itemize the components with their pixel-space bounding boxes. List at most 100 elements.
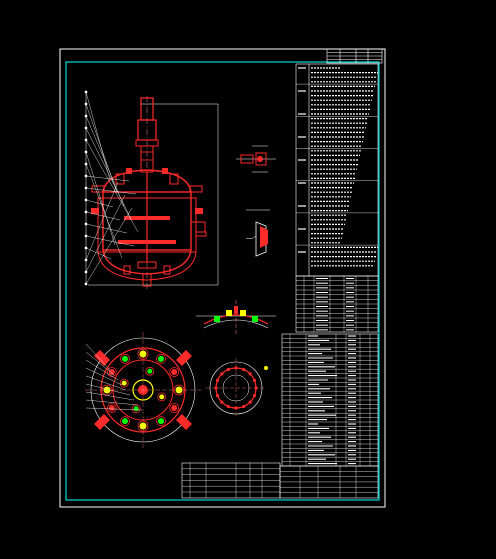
outer-frame: [59, 48, 386, 508]
plan-leader-line: [85, 399, 139, 406]
plan-nozzle-ring: [106, 403, 117, 413]
leader-dot: [84, 246, 88, 250]
plan-nozzle: [108, 369, 115, 375]
plan-leader-line: [85, 407, 143, 411]
plan-nozzle-ring: [157, 392, 167, 402]
vessel-top-head: [102, 169, 192, 193]
flange-bolt-circle-view: [206, 358, 268, 418]
plan-nozzle: [175, 386, 183, 394]
support-lug-left: [91, 208, 99, 214]
part-leader-lines: [84, 90, 139, 286]
leader-line: [85, 211, 121, 221]
leader-dot: [84, 90, 88, 94]
plan-nozzle: [108, 405, 115, 411]
leader-dot: [84, 198, 88, 202]
leader-line: [85, 194, 126, 273]
leader-line: [85, 115, 125, 207]
bolt-hole: [220, 372, 224, 376]
leader-line: [85, 199, 114, 208]
bolt-hole: [248, 372, 252, 376]
plan-leader-line: [85, 391, 135, 401]
leader-line: [85, 223, 128, 234]
leader-dot: [84, 114, 88, 118]
bolt-hole: [214, 386, 218, 390]
plan-nozzle: [122, 355, 128, 362]
plan-nozzle-ring: [169, 367, 180, 377]
leader-dot: [84, 234, 88, 238]
plan-nozzle-ring: [106, 367, 117, 377]
plan-leader-line: [85, 351, 115, 376]
leader-line: [85, 139, 139, 233]
leader-line: [85, 187, 137, 195]
leader-dot: [84, 150, 88, 154]
bolt-hole: [226, 367, 230, 372]
plan-nozzle: [139, 350, 147, 358]
detail-view-a: [236, 145, 276, 173]
plan-nozzle-ring: [145, 366, 155, 376]
leader-dot: [84, 210, 88, 214]
bolt-hole: [215, 378, 220, 382]
plan-nozzle: [171, 405, 178, 411]
plan-leader-line: [85, 383, 131, 396]
leader-line: [85, 127, 132, 220]
top-plan-view: [85, 332, 201, 448]
impeller-lower: [118, 240, 176, 244]
bolt-hole: [215, 394, 220, 398]
plan-leader-line: [85, 343, 111, 371]
vessel-elevation-view: [84, 90, 219, 290]
bolt-hole: [234, 366, 238, 370]
plan-nozzle-ring: [169, 403, 180, 413]
footer-table-rows: [182, 463, 378, 498]
plan-nozzle: [159, 394, 165, 400]
bolt-hole: [226, 404, 230, 409]
bolt-hole: [248, 400, 252, 404]
bolt-hole: [220, 400, 224, 404]
leader-dot: [84, 174, 88, 178]
leader-line: [85, 235, 135, 247]
plan-nozzle-ring: [120, 416, 130, 427]
leader-dot: [84, 186, 88, 190]
leader-dot: [84, 222, 88, 226]
leader-dot: [84, 282, 88, 286]
plan-nozzle: [139, 422, 147, 430]
leader-line: [85, 181, 119, 261]
plan-nozzle-ring: [137, 348, 149, 360]
plan-nozzle: [133, 406, 139, 412]
leader-dot: [84, 138, 88, 142]
leader-line: [85, 103, 118, 194]
impeller-upper: [124, 216, 170, 220]
title-block: [326, 48, 383, 64]
plan-nozzle: [122, 418, 128, 425]
section-view-flange: [196, 300, 276, 336]
bolt-hole: [242, 367, 246, 372]
bolt-hole: [254, 386, 258, 390]
plan-nozzles: [101, 348, 185, 432]
leader-dot: [84, 270, 88, 274]
support-lug-right: [195, 208, 203, 214]
plan-nozzle: [103, 386, 111, 394]
plan-nozzle-ring: [156, 416, 166, 427]
plan-nozzle-ring: [137, 420, 149, 432]
leader-dot: [84, 162, 88, 166]
parts-list-rows: [282, 334, 378, 466]
plan-nozzle: [171, 369, 178, 375]
leader-dot: [84, 258, 88, 262]
plan-nozzle: [158, 355, 164, 362]
bolt-hole: [252, 378, 257, 382]
bottom-outlet: [142, 273, 152, 287]
leader-dot: [84, 126, 88, 130]
plan-nozzle-ring: [120, 353, 130, 364]
bolt-hole: [252, 394, 257, 398]
technical-notes-text: [296, 67, 378, 267]
inner-frame: [65, 61, 380, 501]
plan-nozzle: [158, 418, 164, 425]
plan-leader-line: [85, 359, 119, 381]
plan-nozzle: [121, 380, 127, 386]
leader-dot: [84, 102, 88, 106]
detail-view-b: [245, 209, 270, 257]
nozzle-table-rows: [296, 276, 378, 332]
plan-nozzle-ring: [156, 353, 166, 364]
plan-nozzle-ring: [119, 378, 129, 388]
